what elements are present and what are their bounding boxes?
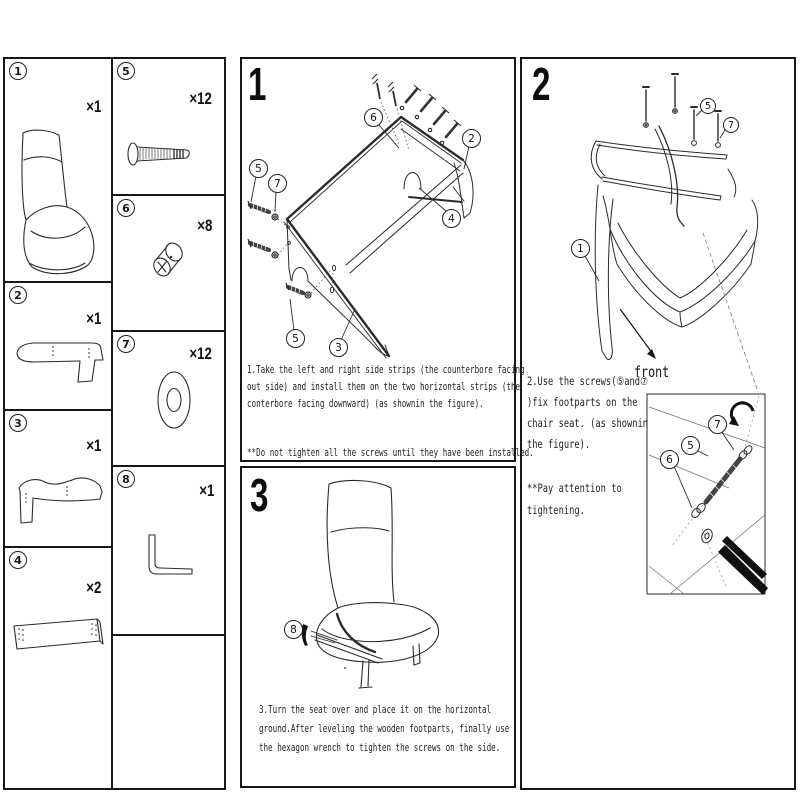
part-number-badge: 6 (117, 199, 135, 217)
part-cell-2: 2 ×1 (3, 281, 113, 411)
callout-number: 7 (714, 418, 721, 431)
step1-panel: 1 (240, 57, 534, 462)
callout-badge: 7 (708, 415, 727, 434)
callout-badge: 8 (284, 620, 303, 639)
part-cell-5: 5 ×12 (111, 57, 226, 196)
step3-number: 3 (250, 469, 269, 521)
callout-number: 2 (468, 132, 475, 145)
callout-badge: 7 (268, 174, 287, 193)
part-qty: ×1 (85, 309, 101, 328)
part-nut-drawing (153, 242, 183, 277)
part-qty: ×1 (85, 97, 101, 116)
step2-panel: 2 (520, 57, 796, 790)
callout-badge: 3 (329, 338, 348, 357)
step1-number: 1 (248, 58, 267, 110)
callout-number: 8 (290, 623, 297, 636)
callout-badge: 4 (442, 209, 461, 228)
callout-number: 1 (577, 242, 584, 255)
part-qty: ×12 (189, 344, 212, 363)
callout-badge: 6 (660, 450, 679, 469)
callout-number: 6 (666, 453, 673, 466)
callout-badge: 5 (249, 159, 268, 178)
part-number-badge: 4 (9, 551, 27, 569)
step2-number: 2 (532, 58, 551, 110)
part-number: 8 (122, 472, 130, 486)
part-number-badge: 1 (9, 62, 27, 80)
step2-instruction: 2.Use the screws(⑤and⑦ )fix footparts on… (527, 374, 649, 451)
part-cell-8: 8 ×1 (111, 465, 226, 636)
callout-number: 5 (704, 100, 712, 112)
part-bolt-drawing (127, 142, 190, 166)
step1-instruction: 1.Take the left and right side strips (t… (247, 364, 525, 410)
part-number-badge: 3 (9, 414, 27, 432)
callout-badge: 2 (462, 129, 481, 148)
callout-badge: 5 (681, 436, 700, 455)
part-cell-7: 7 ×12 (111, 330, 226, 467)
part-number: 7 (122, 337, 130, 351)
callout-number: 7 (727, 119, 735, 131)
step3-chair-figure (301, 480, 440, 689)
step3-panel: 3 8 (240, 466, 516, 788)
callout-badge: 6 (364, 108, 383, 127)
part-side-strip-right-drawing (16, 342, 104, 383)
part-number: 2 (14, 288, 22, 302)
step3-instruction: 3.Turn the seat over and place it on the… (259, 704, 510, 754)
callout-number: 3 (335, 341, 342, 354)
part-number-badge: 2 (9, 286, 27, 304)
part-number-badge: 5 (117, 62, 135, 80)
callout-number: 5 (687, 439, 694, 452)
part-horizontal-strip-drawing (13, 618, 104, 650)
part-number: 1 (14, 64, 22, 78)
callout-number: 5 (255, 162, 262, 175)
step2-assembly-figure (583, 73, 768, 595)
step2-note: **Pay attention to tightening. (527, 481, 622, 517)
part-qty: ×2 (85, 578, 101, 597)
callout-number: 6 (370, 111, 377, 124)
part-cell-6: 6 ×8 (111, 194, 226, 332)
callout-badge: 5 (286, 329, 305, 348)
part-seat-chair-drawing (21, 129, 95, 275)
part-qty: ×1 (198, 481, 214, 500)
callout-badge: 7 (723, 117, 739, 133)
callout-badge: 5 (700, 98, 716, 114)
part-cell-empty (111, 634, 226, 790)
callout-number: 7 (274, 177, 281, 190)
part-washer-drawing (157, 371, 191, 429)
callout-badge: 1 (571, 239, 590, 258)
part-qty: ×1 (85, 436, 101, 455)
part-qty: ×8 (196, 216, 212, 235)
part-hex-wrench-drawing (148, 534, 193, 575)
part-number: 3 (14, 416, 22, 430)
part-number-badge: 7 (117, 335, 135, 353)
step1-assembly-figure (247, 73, 474, 359)
front-label: front (634, 363, 670, 381)
part-number: 5 (122, 64, 130, 78)
part-cell-4: 4 ×2 (3, 546, 113, 790)
part-cell-1: 1 ×1 (3, 57, 113, 283)
part-qty: ×12 (189, 89, 212, 108)
step1-note: **Do not tighten all the screws until th… (247, 447, 534, 459)
callout-number: 4 (448, 212, 455, 225)
part-side-strip-left-drawing (18, 477, 103, 524)
part-number: 4 (14, 553, 22, 567)
callout-number: 5 (292, 332, 299, 345)
part-number-badge: 8 (117, 470, 135, 488)
part-cell-3: 3 ×1 (3, 409, 113, 548)
part-number: 6 (122, 201, 130, 215)
